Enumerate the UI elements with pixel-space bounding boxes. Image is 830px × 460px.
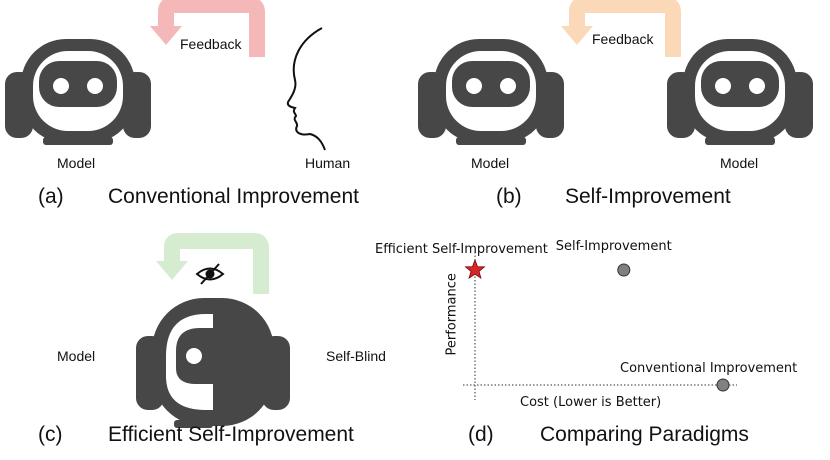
caption-title: Comparing Paradigms: [540, 423, 749, 446]
panel-conventional-improvement: Feedback Model Human (a) Conventional Im…: [0, 0, 415, 230]
panel-comparing-paradigms: Performance Cost (Lower is Better) Effic…: [375, 230, 830, 460]
robot-model-left-icon: [418, 39, 564, 145]
panel-a-graphics: [5, 0, 326, 151]
feedback-label: Feedback: [592, 31, 654, 47]
point-label-efficient-self-improvement: Efficient Self-Improvement: [375, 242, 548, 257]
x-axis-label: Cost (Lower is Better): [520, 395, 662, 410]
feedback-arrow-icon: [150, 0, 265, 57]
panel-efficient-self-improvement: Model Self-Blind (c) Efficient Self-Impr…: [0, 230, 415, 460]
caption-letter: (c): [38, 423, 63, 446]
caption-title: Self-Improvement: [565, 185, 731, 208]
robot-model-right-icon: [667, 39, 813, 145]
point-label-conventional-improvement: Conventional Improvement: [620, 361, 798, 376]
panel-c-graphics: [136, 233, 290, 428]
feedback-arrow-icon: [156, 233, 269, 294]
caption-title: Conventional Improvement: [108, 185, 359, 208]
feedback-label: Feedback: [180, 36, 242, 52]
data-point-efficient-self-improvement: [464, 258, 486, 280]
model-right-label: Model: [720, 155, 759, 171]
eye-slash-icon: [195, 263, 225, 285]
panel-self-improvement: Feedback Model Model (b) Self-Improvemen…: [415, 0, 830, 230]
panel-b-graphics: [418, 0, 813, 145]
caption-letter: (a): [38, 185, 64, 208]
human-profile-icon: [286, 27, 326, 151]
model-label: Model: [57, 348, 96, 364]
model-label: Model: [57, 155, 96, 171]
model-left-label: Model: [471, 155, 510, 171]
robot-model-icon: [5, 39, 151, 145]
data-point-self-improvement: [617, 263, 631, 277]
robot-self-blind-icon: [136, 298, 290, 428]
y-axis-label: Performance: [444, 273, 460, 356]
caption-letter: (b): [496, 185, 522, 208]
self-blind-label: Self-Blind: [326, 348, 386, 364]
human-label: Human: [305, 155, 351, 171]
caption-title: Efficient Self-Improvement: [108, 423, 354, 446]
scatter-chart: [463, 252, 737, 400]
point-label-self-improvement: Self-Improvement: [555, 239, 672, 254]
caption-letter: (d): [468, 423, 494, 446]
feedback-arrow-icon: [561, 0, 681, 57]
data-point-conventional-improvement: [716, 378, 730, 392]
